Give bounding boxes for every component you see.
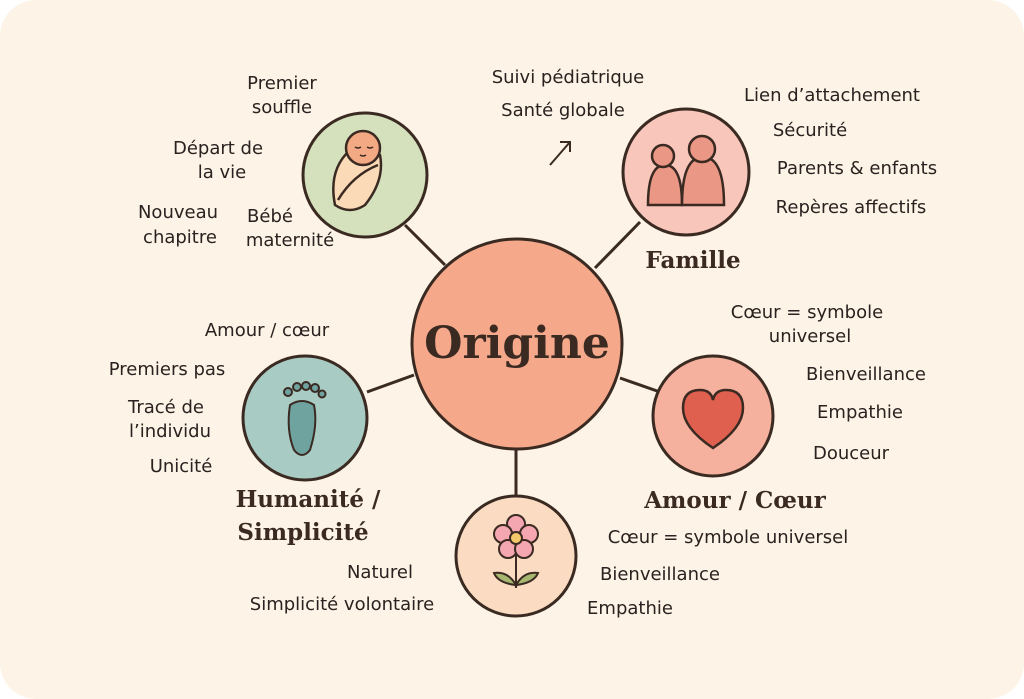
footprint-icon [283, 381, 327, 456]
label: Douceur [813, 443, 890, 464]
label: Bienveillance [806, 364, 926, 385]
node-humanite: Humanité / Simplicité Amour / cœur Premi… [109, 320, 381, 546]
label: universel [769, 326, 851, 347]
link-famille [593, 220, 642, 270]
center-node: Origine [410, 237, 624, 451]
node-naissance: Premier souffle Départ de la vie Nouveau… [138, 73, 429, 251]
label: Naturel [347, 562, 413, 583]
label: Empathie [587, 598, 673, 619]
label: Amour / cœur [205, 320, 330, 341]
baby-icon [332, 129, 383, 212]
label: Simplicité volontaire [250, 594, 434, 615]
label: Santé globale [501, 100, 625, 121]
node-nature: Cœur = symbole universel Bienveillance E… [250, 494, 849, 619]
label: Départ de [173, 138, 263, 159]
label: Cœur = symbole [731, 302, 883, 323]
flower-icon [492, 514, 540, 588]
label: Nouveau [138, 202, 218, 223]
label: Tracé de [127, 397, 204, 418]
label: Bébé [247, 206, 293, 227]
connectors [366, 220, 661, 496]
label: Suivi pédiatrique [492, 67, 645, 88]
label: la vie [198, 162, 246, 183]
label: Parents & enfants [777, 158, 937, 179]
heart-icon [681, 388, 745, 450]
label: l’individu [129, 421, 211, 442]
label: chapitre [143, 227, 217, 248]
label: Premier [247, 73, 317, 94]
label: Repères affectifs [776, 197, 927, 218]
link-humanite [366, 373, 415, 394]
node-famille: Famille Lien d’attachement Sécurité Pare… [621, 85, 937, 274]
label: maternité [246, 230, 334, 251]
family-icon [646, 134, 726, 207]
label: Unicité [150, 456, 213, 477]
node-title: Simplicité [237, 519, 368, 546]
link-naissance [403, 223, 447, 267]
label: Premiers pas [109, 359, 226, 380]
link-amour [619, 376, 661, 394]
label: souffle [252, 97, 312, 118]
label: Lien d’attachement [744, 85, 920, 106]
label: Cœur = symbole universel [608, 527, 849, 548]
center-label: Origine [424, 318, 610, 369]
label: Sécurité [773, 120, 847, 141]
arrow-up-right-icon [549, 141, 571, 166]
node-title: Humanité / [236, 486, 381, 513]
node-title: Famille [645, 247, 740, 274]
node-amour: Amour / Cœur Cœur = symbole universel Bi… [643, 302, 926, 514]
node-title: Amour / Cœur [643, 487, 826, 514]
label: Empathie [817, 402, 903, 423]
label: Bienveillance [600, 564, 720, 585]
node-sante: Suivi pédiatrique Santé globale [492, 67, 645, 166]
